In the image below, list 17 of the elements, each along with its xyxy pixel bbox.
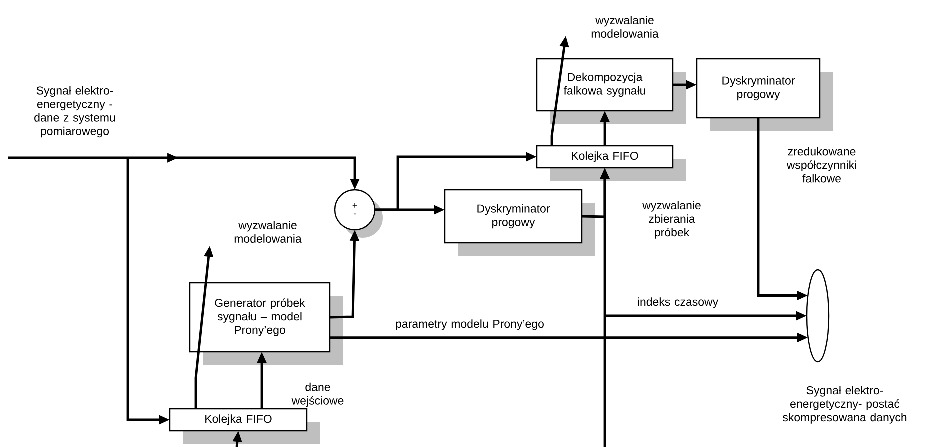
process-box: Dekompozycja falkowa sygnału: [536, 58, 686, 124]
edge-label: wyzwalanie zbierania próbek: [642, 201, 701, 239]
edge-label: zredukowane współczynniki falkowe: [786, 147, 856, 183]
edge-label: indeks czasowy: [638, 298, 719, 308]
edge-label: parametry modelu Prony’ego: [396, 320, 544, 330]
edge-label: dane wejściowe: [292, 382, 344, 408]
process-box: Generator próbek sygnału – model Prony’ego: [189, 282, 343, 365]
output-caption: Sygnał elektro- energetyczny- postać skompresowana danych: [783, 386, 907, 424]
process-box: Kolejka FIFO: [169, 408, 320, 444]
process-box: Dyskryminator progowy: [444, 189, 595, 256]
output-ellipse: [806, 269, 830, 363]
input-label: Sygnał elektro- energetyczny - dane z systemu pomiarowego: [34, 86, 116, 138]
process-box: Kolejka FIFO: [536, 145, 686, 181]
edge-label: wyzwalanie modelowania: [592, 16, 659, 38]
process-box: Dyskryminator progowy: [696, 58, 833, 131]
summing-junction: + -: [334, 189, 383, 238]
edge-label: wyzwalanie modelowania: [234, 221, 302, 243]
